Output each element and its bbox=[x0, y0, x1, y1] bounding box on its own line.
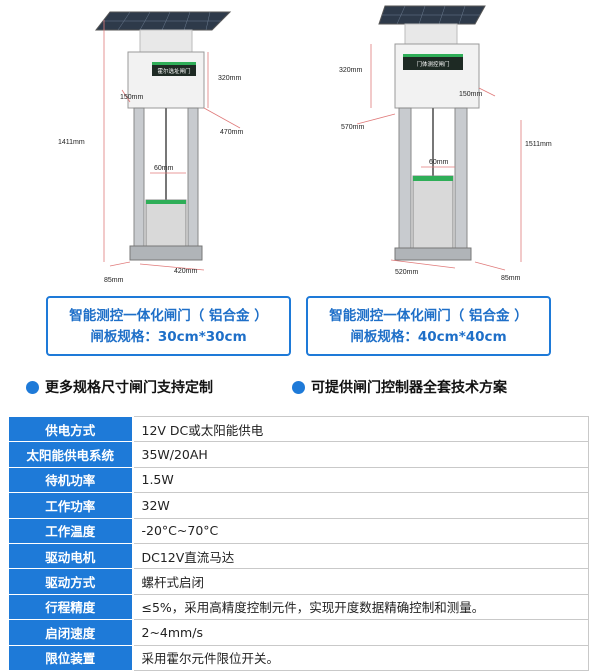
bullet-text: 可提供闸门控制器全套技术方案 bbox=[311, 380, 507, 396]
caption-title: 智能测控一体化闸门（ 铝合金 ） bbox=[329, 308, 528, 324]
spec-value: ≤5%，采用高精度控制元件，实现开度数据精确控制和测量。 bbox=[132, 593, 589, 621]
spec-key: 限位装置 bbox=[8, 644, 134, 671]
table-row: 限位装置采用霍尔元件限位开关。 bbox=[8, 644, 589, 671]
dim-box-depth: 150mm bbox=[459, 91, 483, 98]
spec-key: 启闭速度 bbox=[8, 619, 134, 646]
gate-plate bbox=[145, 199, 187, 247]
caption-40cm: 智能测控一体化闸门（ 铝合金 ） 闸板规格：40cm*40cm bbox=[306, 296, 551, 356]
dim-gate-travel: 60mm bbox=[154, 165, 174, 172]
dim-base-depth: 85mm bbox=[104, 277, 124, 284]
dim-base-width: 420mm bbox=[174, 268, 198, 275]
controller-box bbox=[127, 51, 205, 109]
gate-plate bbox=[412, 175, 454, 249]
bullet-dot-icon bbox=[292, 380, 305, 394]
spec-value: 32W bbox=[132, 492, 589, 519]
spec-value: 采用霍尔元件限位开关。 bbox=[132, 644, 589, 671]
dim-height: 1411mm bbox=[58, 139, 85, 146]
controller-label: 霍尔选址闸门 bbox=[157, 67, 190, 75]
caption-30cm: 智能测控一体化闸门（ 铝合金 ） 闸板规格：30cm*30cm bbox=[46, 296, 291, 356]
spec-key: 工作功率 bbox=[8, 492, 134, 519]
spec-key: 太阳能供电系统 bbox=[8, 441, 134, 468]
spec-value: DC12V直流马达 bbox=[132, 542, 589, 570]
dim-box-height: 320mm bbox=[339, 67, 363, 74]
caption-spec: 闸板规格：30cm*30cm bbox=[90, 329, 247, 345]
spec-key: 驱动方式 bbox=[8, 568, 134, 595]
table-row: 驱动方式螺杆式启闭 bbox=[8, 568, 589, 595]
spec-value: 2~4mm/s bbox=[132, 619, 589, 646]
spec-value: -20°C~70°C bbox=[132, 517, 589, 544]
dim-box-depth: 150mm bbox=[120, 94, 144, 101]
controller-label: 门体测控闸门 bbox=[416, 60, 449, 68]
controller-box bbox=[394, 43, 480, 109]
caption-spec: 闸板规格：40cm*40cm bbox=[350, 329, 507, 345]
table-row: 行程精度≤5%，采用高精度控制元件，实现开度数据精确控制和测量。 bbox=[8, 593, 589, 621]
spec-key: 行程精度 bbox=[8, 593, 134, 621]
spec-value: 1.5W bbox=[132, 466, 589, 494]
dim-base-width: 520mm bbox=[395, 269, 419, 276]
spec-value: 35W/20AH bbox=[132, 441, 589, 468]
bullet-text: 更多规格尺寸闸门支持定制 bbox=[45, 380, 213, 396]
dim-box-height: 320mm bbox=[218, 75, 242, 82]
dim-box-width: 570mm bbox=[341, 124, 365, 131]
bullet-custom-sizes: 更多规格尺寸闸门支持定制 bbox=[26, 377, 213, 397]
bullet-dot-icon bbox=[26, 380, 39, 394]
spec-value: 螺杆式启闭 bbox=[132, 568, 589, 595]
spec-key: 驱动电机 bbox=[8, 542, 134, 570]
caption-title: 智能测控一体化闸门（ 铝合金 ） bbox=[69, 308, 268, 324]
spec-value: 12V DC或太阳能供电 bbox=[132, 415, 589, 443]
dim-height: 1511mm bbox=[525, 141, 552, 148]
table-row: 工作温度-20°C~70°C bbox=[8, 517, 589, 544]
dim-box-width: 470mm bbox=[220, 129, 244, 136]
spec-key: 供电方式 bbox=[8, 415, 134, 443]
gate-diagram-left: 霍尔选址闸门 1411mm 320mm 150mm 470mm 60mm 85m… bbox=[58, 11, 244, 284]
spec-key: 待机功率 bbox=[8, 466, 134, 494]
dim-base-depth: 85mm bbox=[501, 275, 521, 282]
spec-key: 工作温度 bbox=[8, 517, 134, 544]
dim-gate-travel: 60mm bbox=[429, 159, 449, 166]
bullet-tech-solution: 可提供闸门控制器全套技术方案 bbox=[292, 377, 507, 397]
gate-diagram-right: 门体测控闸门 320mm 150mm 570mm 1511mm 60mm 520… bbox=[339, 5, 552, 282]
